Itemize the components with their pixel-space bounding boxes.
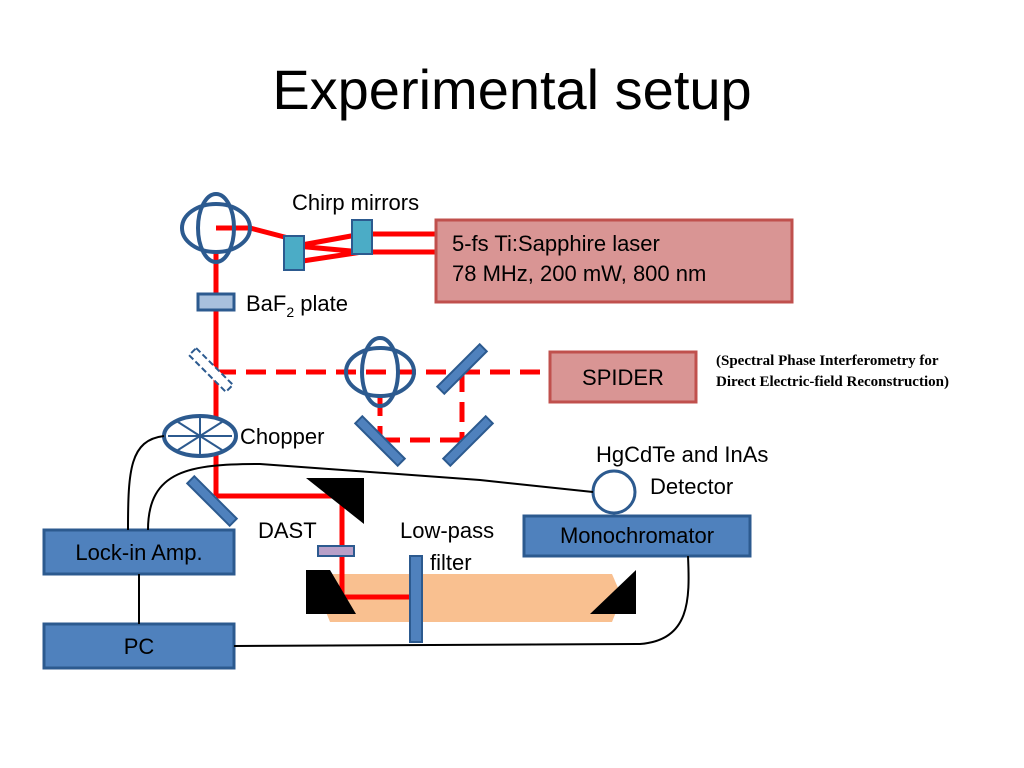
chirp-mirror-1: [283, 235, 305, 271]
laser-label-line1: 5-fs Ti:Sapphire laser: [452, 231, 660, 256]
prism-upper: [306, 478, 364, 524]
detector-label-line2: Detector: [650, 474, 733, 499]
parabolic-mirror-right: [590, 570, 636, 614]
chopper: [162, 414, 238, 458]
lens-top: [180, 192, 252, 264]
baf2-label-sub: 2: [286, 304, 294, 320]
mirror-spider-1: [435, 342, 489, 396]
lens-spider: [344, 336, 416, 408]
chirp-mirror-2: [351, 219, 373, 255]
mirror-lower-left: [185, 474, 239, 528]
beam-splitter: [187, 346, 235, 394]
lowpass-filter: [409, 555, 423, 643]
thz-beam: [320, 574, 622, 622]
lowpass-label-line2: filter: [430, 550, 472, 575]
dast-label: DAST: [258, 518, 317, 543]
detector-label-line1: HgCdTe and InAs: [596, 442, 768, 467]
mirror-spider-3: [441, 414, 495, 468]
monochromator-box: [522, 514, 752, 558]
lowpass-label-line1: Low-pass: [400, 518, 494, 543]
lockin-label: Lock-in Amp.: [75, 540, 202, 565]
monochromator-label: Monochromator: [560, 523, 714, 548]
spider-description-line2: Direct Electric-field Reconstruction): [716, 374, 949, 390]
laser-box: [434, 218, 794, 304]
spider-description-line1: (Spectral Phase Interferometry for: [716, 353, 939, 369]
cables: [127, 435, 690, 647]
laser-label-line2: 78 MHz, 200 mW, 800 nm: [452, 261, 706, 286]
spider-box: [548, 350, 698, 404]
pc-label: PC: [124, 634, 155, 659]
dast-crystal: [317, 545, 355, 557]
baf2-label: BaF2 plate: [246, 291, 348, 320]
parabolic-mirror-left: [306, 570, 356, 614]
baf2-label-tail: plate: [294, 291, 348, 316]
chopper-label: Chopper: [240, 424, 324, 449]
slide-title: Experimental setup: [272, 58, 752, 121]
baf2-plate: [196, 292, 236, 312]
detector-circle: [591, 469, 637, 515]
baf2-label-main: BaF: [246, 291, 286, 316]
mirror-spider-2: [353, 414, 407, 468]
spider-label: SPIDER: [582, 365, 664, 390]
chirp-mirrors-label: Chirp mirrors: [292, 190, 419, 215]
